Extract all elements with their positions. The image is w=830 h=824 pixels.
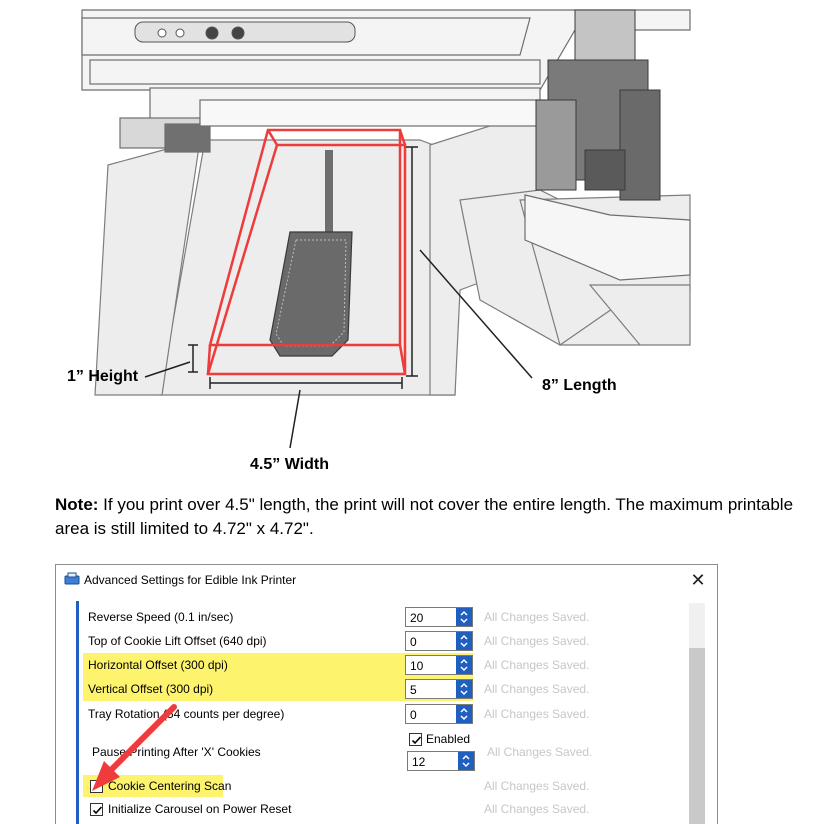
printer-tray-diagram: 1” Height 4.5” Width 8” Length: [67, 9, 691, 473]
accent-bar: [76, 601, 79, 824]
save-status: All Changes Saved.: [484, 634, 590, 648]
initialize-carousel-checkbox[interactable]: [90, 803, 103, 816]
stepper-arrows-icon[interactable]: [456, 705, 472, 723]
dialog-titlebar: Advanced Settings for Edible Ink Printer…: [56, 565, 717, 595]
setting-row-lift-offset: Top of Cookie Lift Offset (640 dpi) 0 Al…: [56, 630, 686, 652]
stepper-value: 0: [410, 708, 417, 722]
print-area-box: [206, 128, 407, 376]
save-status: All Changes Saved.: [484, 682, 590, 696]
stepper-value: 10: [410, 659, 424, 673]
save-status: All Changes Saved.: [484, 707, 590, 721]
close-icon[interactable]: ✕: [690, 570, 706, 590]
setting-row-pause-printing: Pause Printing After 'X' Cookies Enabled…: [56, 729, 686, 773]
enabled-label: Enabled: [426, 732, 471, 746]
note-text: If you print over 4.5" length, the print…: [55, 495, 794, 538]
stepper-arrows-icon[interactable]: [456, 632, 472, 650]
note-prefix: Note:: [55, 495, 99, 514]
setting-label: Tray Rotation (54 counts per degree): [88, 707, 285, 721]
checkmark-icon: [411, 736, 422, 745]
vertical-offset-stepper[interactable]: 5: [405, 679, 473, 699]
height-callout: 1” Height: [67, 368, 139, 385]
lift-offset-stepper[interactable]: 0: [405, 631, 473, 651]
stepper-arrows-icon[interactable]: [456, 656, 472, 674]
width-callout: 4.5” Width: [250, 456, 329, 473]
stepper-value: 0: [410, 635, 417, 649]
setting-label: Cookie Centering Scan: [108, 779, 232, 793]
setting-row-tray-rotation: Tray Rotation (54 counts per degree) 0 A…: [56, 703, 686, 725]
highlight-cookie-centering: [83, 775, 223, 797]
dimension-lines: [144, 146, 533, 449]
setting-row-cookie-centering: Cookie Centering Scan All Changes Saved.: [56, 775, 686, 797]
printer-app-icon: [64, 572, 80, 585]
save-status: All Changes Saved.: [487, 745, 593, 759]
setting-row-vertical-offset: Vertical Offset (300 dpi) 5 All Changes …: [56, 678, 686, 700]
save-status: All Changes Saved.: [484, 610, 590, 624]
reverse-speed-stepper[interactable]: 20: [405, 607, 473, 627]
setting-row-initialize-carousel: Initialize Carousel on Power Reset All C…: [56, 799, 686, 821]
dialog-title: Advanced Settings for Edible Ink Printer: [84, 573, 297, 587]
save-status: All Changes Saved.: [484, 779, 590, 793]
stepper-value: 5: [410, 683, 417, 697]
save-status: All Changes Saved.: [484, 802, 590, 816]
setting-row-horizontal-offset: Horizontal Offset (300 dpi) 10 All Chang…: [56, 654, 686, 676]
advanced-settings-dialog: Advanced Settings for Edible Ink Printer…: [55, 564, 718, 824]
enabled-checkbox[interactable]: [409, 733, 422, 746]
setting-label: Horizontal Offset (300 dpi): [88, 658, 228, 672]
save-status: All Changes Saved.: [484, 658, 590, 672]
setting-label: Initialize Carousel on Power Reset: [108, 802, 292, 816]
horizontal-offset-stepper[interactable]: 10: [405, 655, 473, 675]
scrollbar-thumb[interactable]: [689, 648, 705, 824]
checkmark-icon: [92, 806, 103, 815]
pause-count-stepper[interactable]: 12: [407, 751, 475, 771]
printer-illustration: [81, 9, 691, 449]
stepper-arrows-icon[interactable]: [458, 752, 474, 770]
stepper-value: 12: [412, 755, 426, 769]
setting-label: Reverse Speed (0.1 in/sec): [88, 610, 234, 624]
note-paragraph: Note: If you print over 4.5" length, the…: [55, 493, 815, 541]
setting-label: Top of Cookie Lift Offset (640 dpi): [88, 634, 267, 648]
highlight-offsets: [83, 653, 401, 701]
stepper-arrows-icon[interactable]: [456, 680, 472, 698]
annotation-arrow-icon: [92, 704, 177, 791]
stepper-value: 20: [410, 611, 424, 625]
stepper-arrows-icon[interactable]: [456, 608, 472, 626]
tray-rotation-stepper[interactable]: 0: [405, 704, 473, 724]
length-callout: 8” Length: [542, 377, 617, 394]
setting-label: Vertical Offset (300 dpi): [88, 682, 214, 696]
setting-row-reverse-speed: Reverse Speed (0.1 in/sec) 20 All Change…: [56, 606, 686, 628]
